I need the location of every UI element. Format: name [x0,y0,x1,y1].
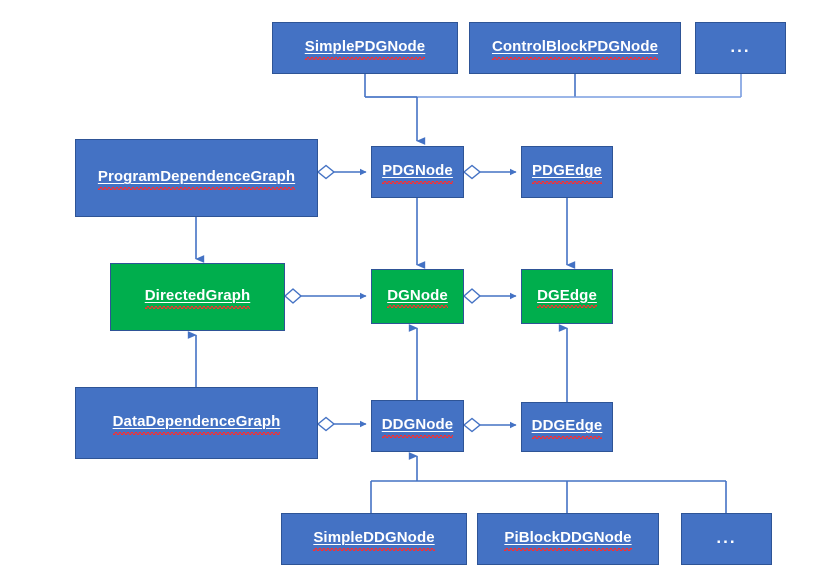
edge-bottom-inheritance-bus [370,452,727,513]
edge-ddgnode-aggregates-ddgedge [462,417,517,433]
class-box-ddgnode[interactable]: DDGNode [371,400,464,452]
class-box-label: SimpleDDGNode [313,529,435,551]
class-box-controlblockpdgnode[interactable]: ControlBlockPDGNode [469,22,681,74]
class-box-pdg-ellipsis[interactable]: ... [695,22,786,74]
class-box-label: DataDependenceGraph [112,413,281,435]
class-box-dgedge[interactable]: DGEdge [521,269,613,324]
class-box-label: DDGEdge [531,417,603,439]
class-box-label: PiBlockDDGNode [504,529,632,551]
class-box-label: SimplePDGNode [304,38,426,60]
class-box-label: DirectedGraph [144,287,251,309]
class-box-pdgnode[interactable]: PDGNode [371,146,464,198]
class-box-directedgraph[interactable]: DirectedGraph [110,263,285,331]
class-box-label: ProgramDependenceGraph [97,168,296,190]
class-box-label: PDGNode [382,162,453,184]
class-box-label: DGEdge [537,286,597,308]
class-box-dgnode[interactable]: DGNode [371,269,464,324]
class-box-pdgedge[interactable]: PDGEdge [521,146,613,198]
class-box-programdependencegraph[interactable]: ProgramDependenceGraph [75,139,318,217]
edge-pdg-aggregates-pdgnode [316,164,367,180]
class-box-ddg-ellipsis[interactable]: ... [681,513,772,565]
edge-pdgnode-aggregates-pdgedge [462,164,517,180]
edge-ddg-aggregates-ddgnode [316,416,367,432]
class-box-simpleddgnode[interactable]: SimpleDDGNode [281,513,467,565]
class-box-datadependencegraph[interactable]: DataDependenceGraph [75,387,318,459]
class-box-ddgedge[interactable]: DDGEdge [521,402,613,452]
class-box-label: ControlBlockPDGNode [491,38,659,60]
edge-directedgraph-aggregates-dgnode [283,288,367,304]
class-box-label: DDGNode [381,416,454,438]
class-box-simplepdgnode[interactable]: SimplePDGNode [272,22,458,74]
class-box-label: ... [730,37,751,57]
class-box-label: ... [716,528,737,548]
class-box-piblockddgnode[interactable]: PiBlockDDGNode [477,513,659,565]
edge-top-inheritance-bus [364,74,742,145]
class-box-label: DGNode [387,286,448,308]
edge-dgnode-aggregates-dgedge [462,288,517,304]
class-box-label: PDGEdge [532,162,602,184]
